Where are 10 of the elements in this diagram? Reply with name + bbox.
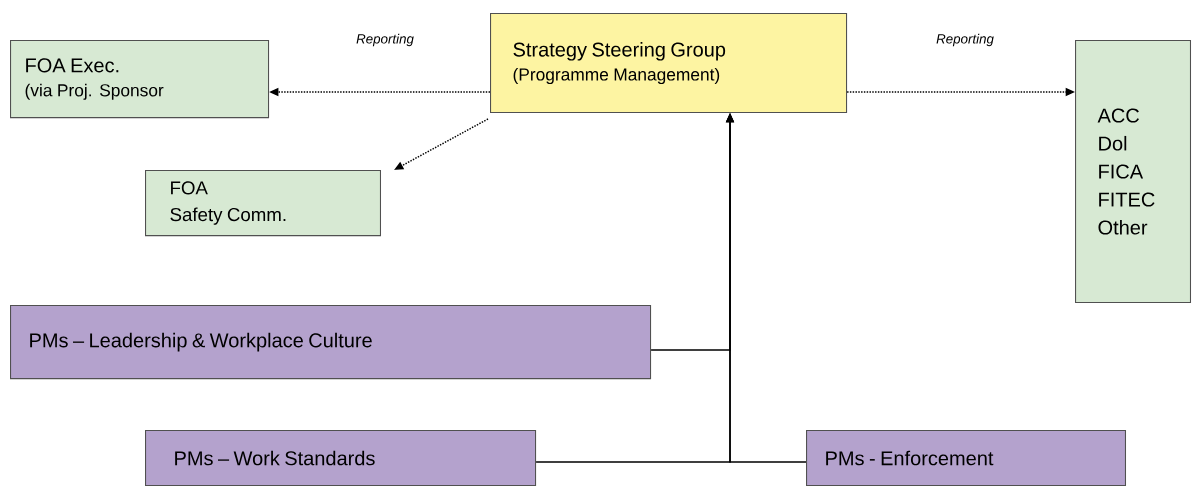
edge-label: Reporting bbox=[934, 32, 996, 48]
process-box: Strategy Steering Group (Programme Management) bbox=[490, 13, 848, 113]
process-box: ACC Dol FICA FITEC Other bbox=[1075, 40, 1192, 304]
process-box: FOA Exec. (via Proj. Sponsor bbox=[10, 40, 270, 119]
dotted-arrow bbox=[394, 118, 489, 170]
process-box: PMs – Work Standards bbox=[145, 430, 537, 486]
process-box: FOA Safety Comm. bbox=[145, 170, 381, 237]
edge-label: Reporting bbox=[354, 32, 416, 48]
process-box: PMs – Leadership & Workplace Culture bbox=[10, 305, 652, 380]
process-box: PMs - Enforcement bbox=[806, 430, 1126, 486]
